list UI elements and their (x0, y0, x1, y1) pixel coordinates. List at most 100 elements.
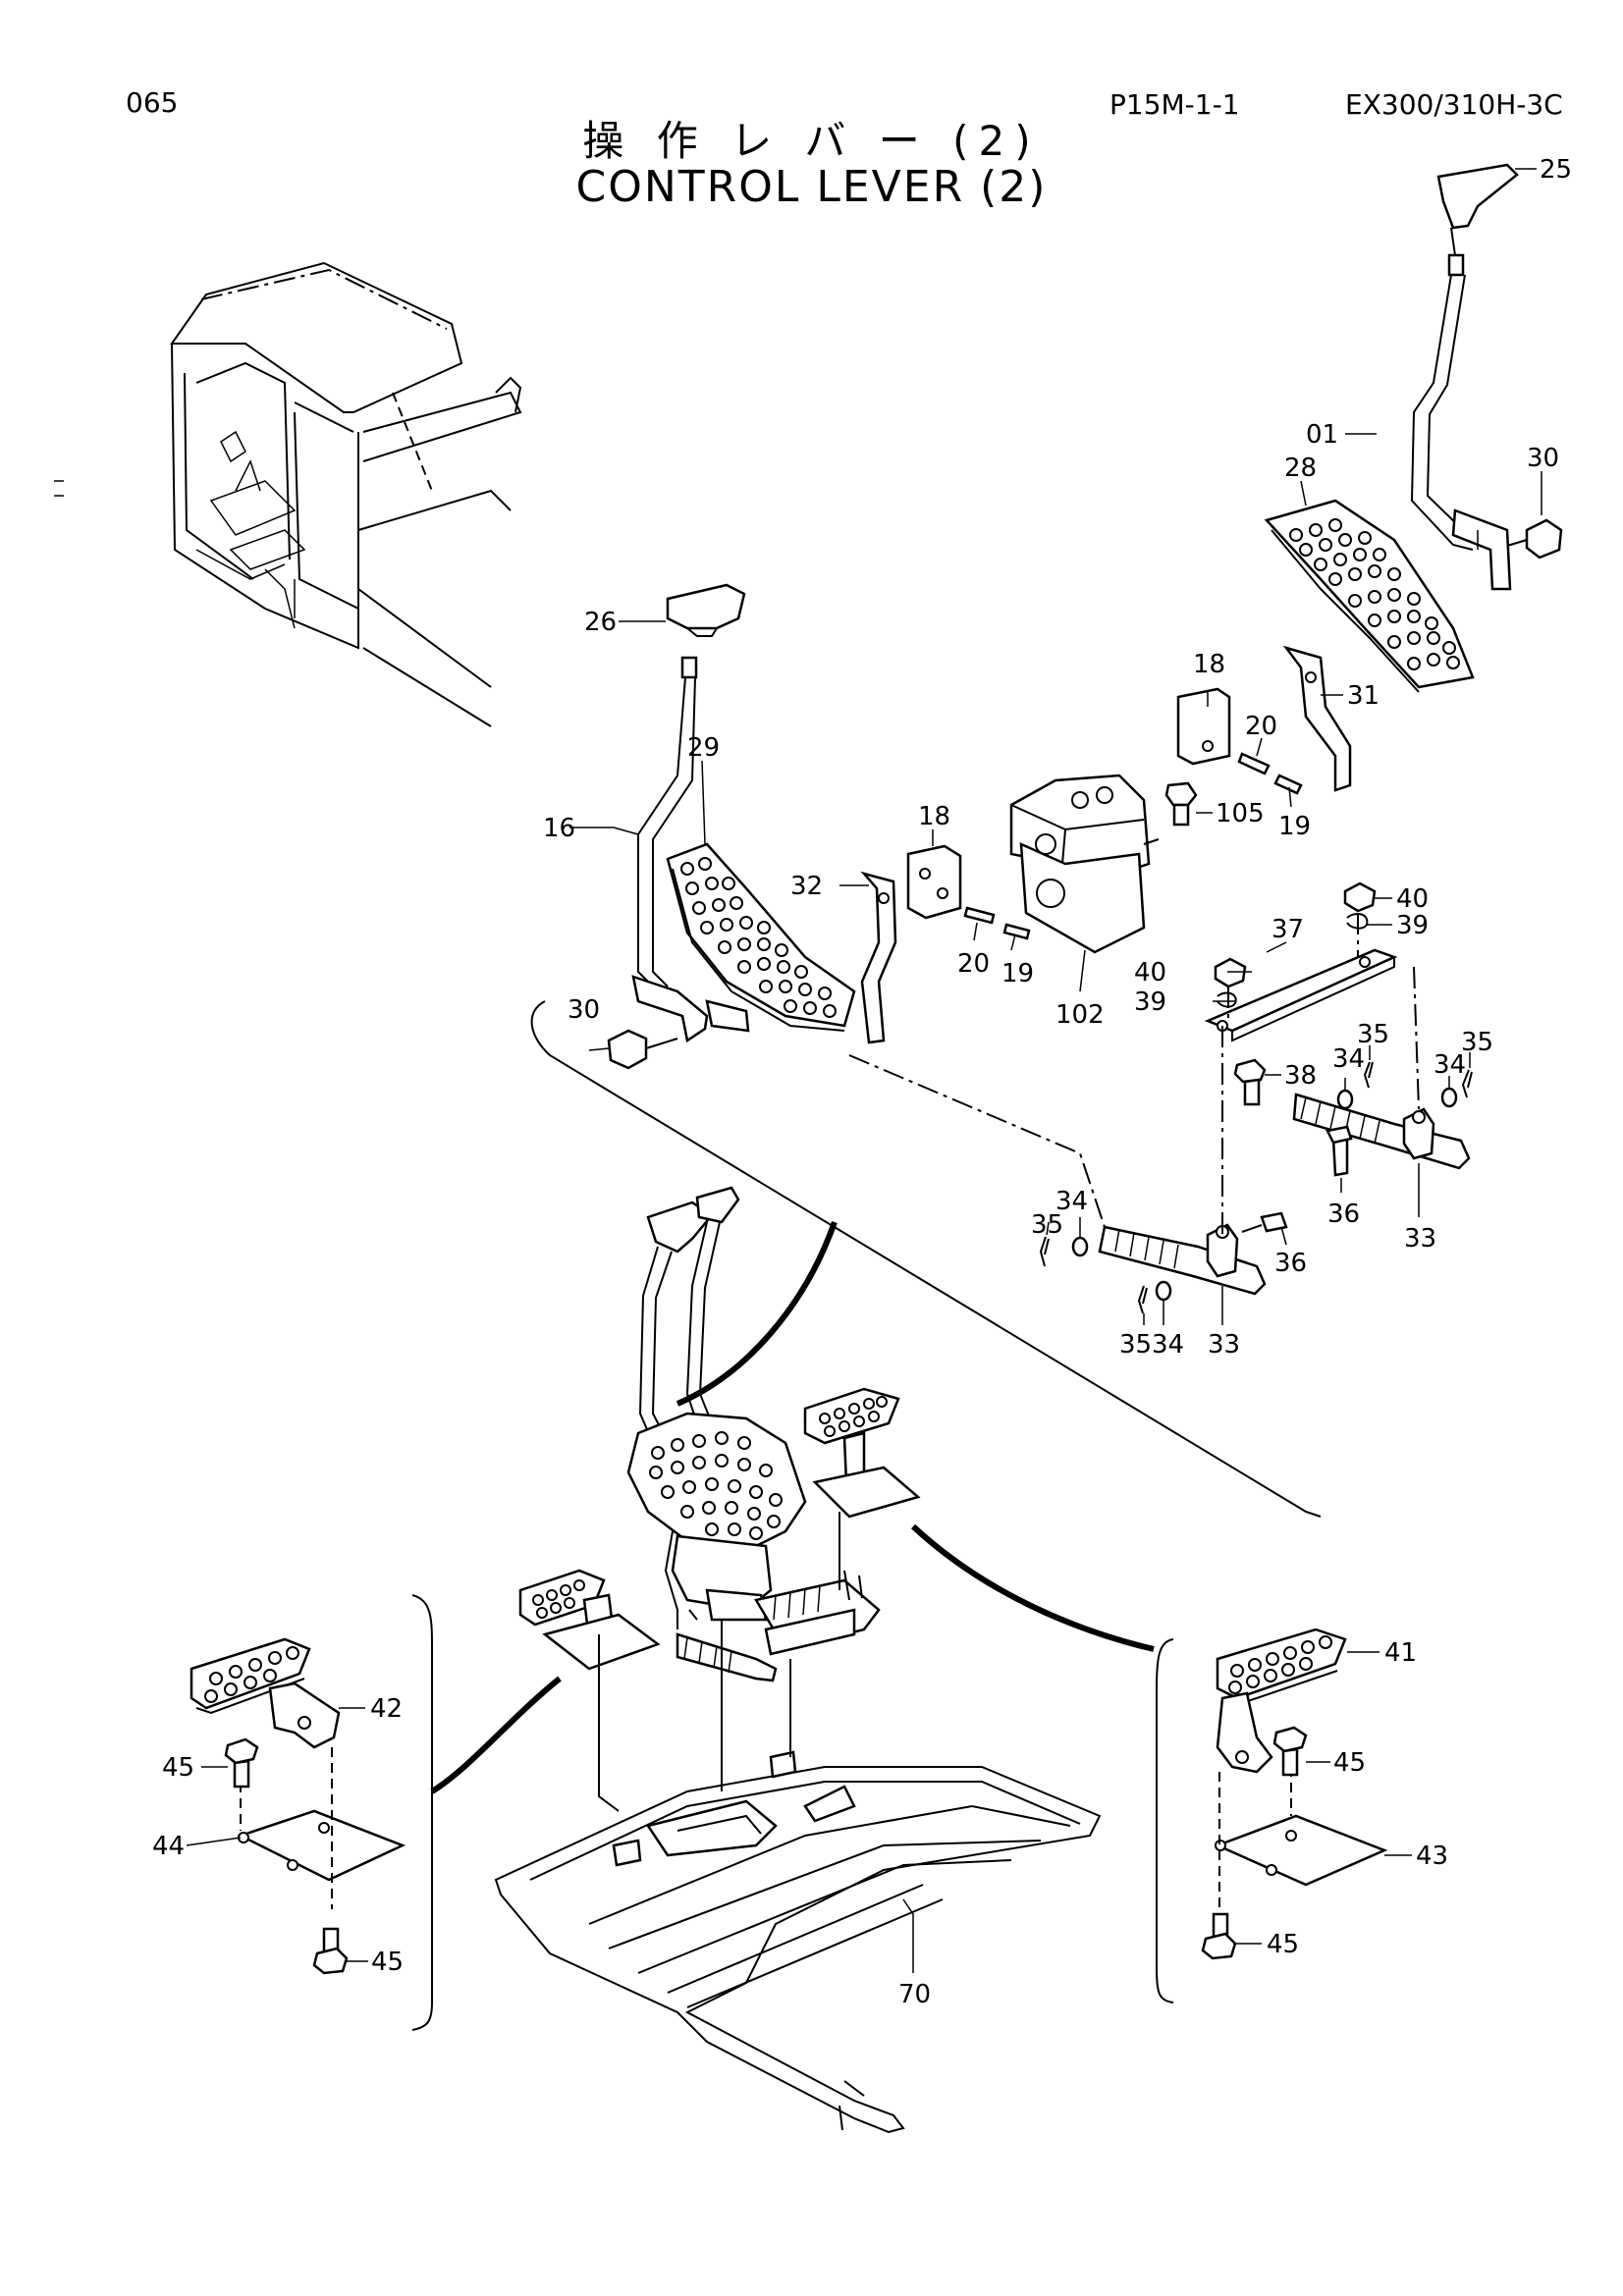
callout-01: 01 (1306, 420, 1338, 450)
callout-32: 32 (790, 872, 823, 901)
bolt-45-a (224, 1737, 259, 1789)
callout-20b: 20 (957, 949, 990, 979)
detail-leader-upper (676, 1221, 838, 1407)
nut-40-right (1343, 881, 1377, 913)
washer-34-a (1336, 1089, 1354, 1110)
pins-lower (963, 906, 1031, 940)
spring-link-33-right (1292, 1093, 1471, 1177)
callout-34c: 34 (1055, 1187, 1088, 1216)
cotter-pin-35-c (1039, 1236, 1050, 1267)
callout-45b: 45 (1333, 1748, 1366, 1778)
callout-34a: 34 (1332, 1044, 1365, 1074)
bracket-31 (1282, 645, 1352, 792)
alignment-line-a (848, 1054, 1106, 1228)
bolt-30-right (1506, 518, 1563, 560)
callout-35a: 35 (1357, 1020, 1389, 1049)
cotter-pin-35-d (1137, 1285, 1148, 1314)
title-japanese: 操 作 レ バ ー (2) (582, 117, 1041, 165)
callout-26: 26 (584, 608, 617, 637)
callout-45d: 45 (1267, 1930, 1299, 1959)
callout-35c: 35 (1031, 1210, 1063, 1240)
callout-30b: 30 (568, 995, 600, 1025)
callout-30a: 30 (1527, 444, 1559, 473)
bracket-32 (860, 871, 897, 1044)
callout-102: 102 (1055, 1000, 1105, 1030)
floor-plate-70 (494, 1750, 1102, 2134)
pedal-41 (1216, 1628, 1347, 1774)
spring-link-33-left (1098, 1211, 1288, 1296)
right-pedal-pad (1264, 499, 1475, 693)
callout-labels: 25 01 30 28 26 18 31 20 19 105 29 16 18 … (152, 155, 1572, 2009)
title-english: CONTROL LEVER (2) (575, 162, 1048, 212)
callout-18b: 18 (918, 802, 950, 831)
model-name: EX300/310H-3C (1345, 88, 1563, 121)
alignment-line-c (1413, 966, 1420, 1110)
cab-overview-illustration (54, 261, 522, 727)
callout-20a: 20 (1245, 712, 1277, 741)
plate-37 (1204, 948, 1398, 1042)
assembled-travel-pedal-left (518, 1569, 661, 1671)
leader-lines (186, 168, 1542, 1973)
callout-28: 28 (1284, 454, 1317, 483)
assembled-console-view (626, 1186, 881, 1682)
callout-33b: 33 (1208, 1330, 1240, 1360)
right-control-lever (1410, 163, 1519, 591)
callout-19a: 19 (1278, 812, 1311, 841)
callout-43: 43 (1416, 1842, 1448, 1871)
callout-36a: 36 (1327, 1200, 1360, 1229)
left-pedal-pad (666, 842, 856, 1033)
mounting-plate-44 (237, 1809, 406, 1882)
washer-39-left (1217, 991, 1237, 1008)
callout-16: 16 (543, 814, 575, 843)
washer-34-d (1155, 1280, 1172, 1302)
detail-frame-left (411, 1594, 433, 2031)
connector-line-a (598, 1634, 620, 1812)
cotter-pin-35-a (1363, 1061, 1374, 1089)
block-18-lower (906, 844, 962, 920)
cotter-pin-35-b (1461, 1069, 1473, 1098)
callout-39b: 39 (1134, 988, 1166, 1017)
callout-33a: 33 (1404, 1224, 1436, 1254)
bolt-45-d (1201, 1912, 1237, 1960)
pilot-valve-102 (1009, 774, 1160, 954)
callout-40a: 40 (1396, 884, 1429, 914)
callout-45c: 45 (371, 1948, 404, 1977)
detail-leader-right (910, 1523, 1155, 1652)
callout-70: 70 (898, 1980, 931, 2009)
callout-45a: 45 (162, 1753, 194, 1783)
callout-105: 105 (1216, 799, 1265, 828)
detail-bracket-upper (530, 1000, 1322, 1518)
figure-code: P15M-1-1 (1109, 88, 1240, 121)
callout-18a: 18 (1193, 650, 1225, 679)
washer-34-c (1071, 1236, 1089, 1257)
bolt-45-c (1272, 1726, 1308, 1777)
callout-41: 41 (1384, 1638, 1417, 1668)
callout-35d: 35 (1119, 1330, 1152, 1360)
callout-42: 42 (370, 1694, 403, 1724)
callout-19b: 19 (1001, 959, 1034, 988)
detail-frame-right (1156, 1638, 1174, 2003)
callout-39a: 39 (1396, 911, 1429, 940)
page-number: 065 (126, 86, 179, 119)
bolt-105 (1164, 781, 1198, 827)
callout-31: 31 (1347, 681, 1380, 711)
callout-36b: 36 (1274, 1249, 1307, 1278)
callout-37: 37 (1271, 915, 1304, 944)
callout-29: 29 (687, 733, 720, 763)
bolt-45-b (312, 1927, 349, 1975)
callout-44: 44 (152, 1832, 185, 1861)
pedal-42 (189, 1637, 341, 1749)
nut-40-left (1214, 957, 1247, 988)
callout-34d: 34 (1152, 1330, 1184, 1360)
block-18-upper (1176, 687, 1231, 766)
pins-upper (1237, 752, 1303, 795)
left-control-lever (631, 583, 746, 1043)
callout-25: 25 (1540, 155, 1572, 185)
callout-34b: 34 (1434, 1050, 1466, 1080)
washer-34-b (1440, 1087, 1458, 1108)
detail-leader-left (430, 1676, 562, 1794)
callout-40b: 40 (1134, 958, 1166, 988)
callout-35b: 35 (1461, 1028, 1493, 1057)
mounting-plate-43 (1214, 1814, 1388, 1887)
